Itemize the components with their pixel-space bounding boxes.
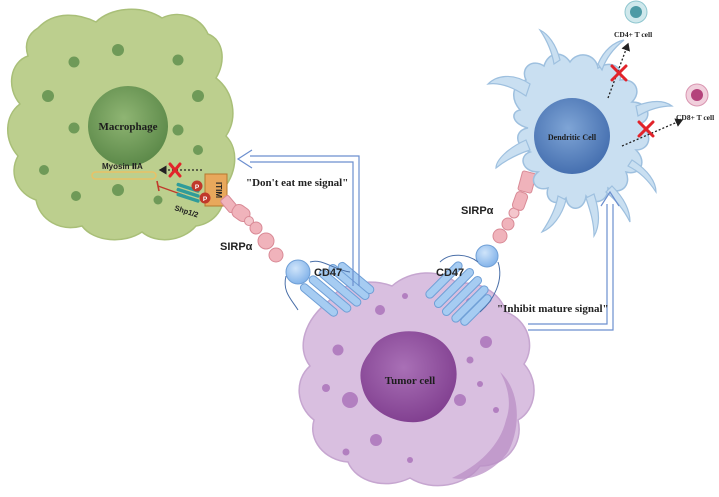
dont-eat-me-arrow [236,149,360,286]
macrophage-nucleus [88,86,168,166]
cd8-t-cell [685,83,709,107]
cd47-right [425,244,501,326]
cd47-right-ball [475,244,499,268]
inhibit-mature-label: "Inhibit mature signal" [497,303,609,315]
phosphate-label-top: P [195,184,200,191]
dendrites [486,28,674,239]
cd8-label: CD8+ T cell [676,113,714,122]
dont-eat-me-label: "Don't eat me signal" [246,177,348,189]
phosphate-dot-bottom [199,192,211,204]
cd47-left [284,259,375,317]
tumor-nucleus [360,331,457,423]
dendritic-label: Dendritic Cell [548,133,597,142]
inhibit-mature-arrow [528,190,620,331]
block-x-icon-cd8 [637,120,655,138]
block-x-icon [168,162,182,178]
sirpa-right-label: SIRPα [461,205,494,217]
cd4-t-cell [624,0,648,24]
phosphate-dot-top [191,180,203,192]
macrophage-label: Macrophage [98,121,157,133]
phosphate-label-bottom: P [203,196,208,203]
macrophage-granules [39,44,204,205]
tumor-granules [322,293,499,463]
macrophage-cell: Macrophage Myosin ⅡA Shp1/2 ITIM P P [7,8,236,241]
sirpa-left-label: SIRPα [220,241,253,253]
tumor-membrane-fold [452,372,517,479]
cd47-left-ball [285,259,311,285]
sirpa-left-receptor [220,194,284,263]
cd47-left-label: CD47 [314,267,342,279]
sirpa-right-receptor [492,170,537,244]
myosin-label: Myosin ⅡA [102,162,143,171]
dendritic-nucleus [534,98,610,174]
myosin-filament [91,171,157,180]
cd47-right-label: CD47 [436,267,464,279]
cd4-label: CD4+ T cell [614,30,652,39]
tumor-label: Tumor cell [385,375,435,387]
block-x-icon-cd4 [610,64,628,82]
dendritic-cell: Dendritic Cell [486,28,674,239]
itim-label: ITIM [214,182,223,198]
